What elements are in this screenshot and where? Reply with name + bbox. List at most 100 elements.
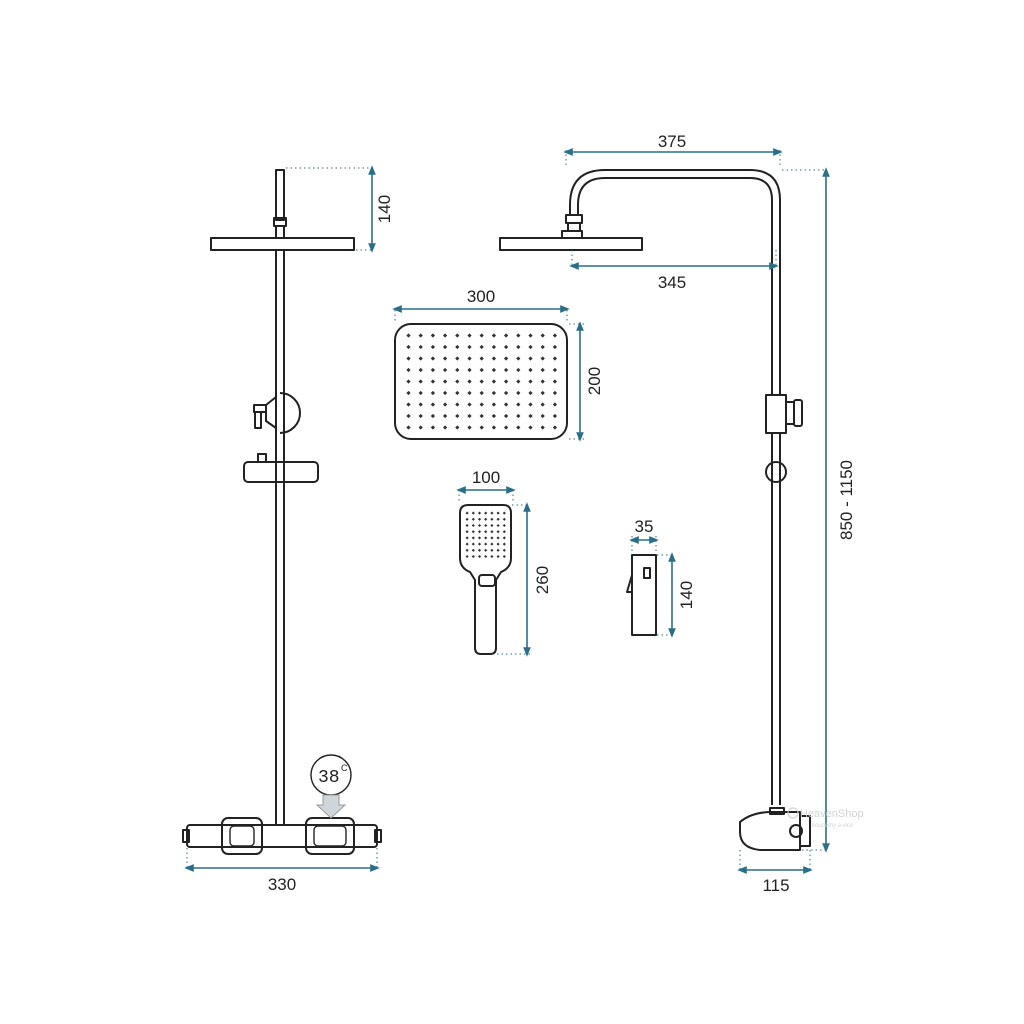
nozzle (455, 390, 460, 396)
nozzle (516, 402, 521, 407)
nozzle (496, 530, 500, 534)
nozzle (465, 554, 469, 559)
nozzle (479, 390, 484, 396)
nozzle (467, 402, 472, 407)
nozzle (467, 425, 472, 430)
nozzle (490, 511, 494, 515)
nozzle (528, 379, 533, 384)
nozzle (502, 542, 506, 546)
dim-left-top-height: 140 (375, 195, 394, 223)
nozzle (430, 402, 436, 407)
nozzle (552, 390, 558, 396)
nozzle (477, 542, 482, 546)
dim-holder-width: 35 (635, 517, 654, 536)
nozzle (442, 367, 448, 373)
nozzle (477, 530, 482, 534)
nozzle (467, 344, 472, 350)
nozzle (406, 390, 411, 396)
nozzle (490, 517, 494, 521)
nozzle (502, 554, 506, 559)
nozzle (418, 344, 423, 350)
nozzle (540, 344, 545, 350)
nozzle (455, 425, 460, 430)
nozzle (516, 413, 521, 419)
nozzle (540, 413, 545, 419)
nozzle (528, 402, 533, 407)
nozzle (490, 530, 494, 534)
nozzle (465, 548, 469, 552)
nozzle (442, 333, 448, 338)
nozzle (484, 517, 488, 521)
nozzle (455, 367, 460, 373)
nozzle (467, 367, 472, 373)
nozzle (528, 425, 533, 430)
nozzle (502, 511, 506, 515)
nozzle (516, 333, 521, 338)
nozzle (491, 333, 497, 338)
nozzle (477, 536, 482, 540)
rain-head-top-view (394, 323, 568, 440)
nozzle (465, 530, 469, 534)
dim-left-width: 330 (268, 875, 296, 894)
nozzle (484, 554, 488, 559)
nozzle (516, 425, 521, 430)
nozzle (516, 379, 521, 384)
nozzle (528, 333, 533, 338)
nozzle (502, 548, 506, 552)
nozzle (496, 511, 500, 515)
nozzle (471, 511, 475, 515)
nozzle (516, 356, 521, 361)
nozzle (479, 344, 484, 350)
nozzle (479, 333, 484, 338)
nozzle (477, 548, 482, 552)
nozzle (471, 517, 475, 521)
nozzle (471, 523, 475, 528)
dim-rain-head-width: 300 (467, 287, 495, 306)
nozzle (430, 333, 436, 338)
nozzle (490, 536, 494, 540)
nozzle (430, 390, 436, 396)
nozzle (490, 548, 494, 552)
nozzle (552, 344, 558, 350)
watermark-brand: HeavenShop (800, 808, 864, 820)
nozzle (418, 333, 423, 338)
nozzle (455, 344, 460, 350)
nozzle (540, 333, 545, 338)
hand-shower-nozzles (465, 511, 506, 559)
nozzle (540, 390, 545, 396)
nozzle (528, 413, 533, 419)
hand-shower (459, 504, 512, 655)
nozzle (552, 413, 558, 419)
nozzle (477, 511, 482, 515)
nozzle (430, 344, 436, 350)
nozzle (418, 402, 423, 407)
nozzle (442, 402, 448, 407)
nozzle (442, 425, 448, 430)
nozzle (442, 390, 448, 396)
nozzle (491, 356, 497, 361)
nozzle (496, 523, 500, 528)
nozzle (528, 356, 533, 361)
dim-rain-head-depth: 200 (585, 367, 604, 395)
nozzle (406, 333, 411, 338)
nozzle (491, 425, 497, 430)
nozzle (442, 379, 448, 384)
nozzle (442, 356, 448, 361)
nozzle (479, 402, 484, 407)
nozzle (491, 379, 497, 384)
nozzle (430, 413, 436, 419)
display-unit: C (341, 763, 348, 773)
nozzle (502, 517, 506, 521)
nozzle (502, 530, 506, 534)
nozzle (496, 517, 500, 521)
nozzle (491, 344, 497, 350)
dim-head-offset: 345 (658, 273, 686, 292)
nozzle (516, 344, 521, 350)
nozzle (484, 523, 488, 528)
nozzle (479, 413, 484, 419)
nozzle (430, 379, 436, 384)
nozzle (484, 542, 488, 546)
brand-watermark: HeavenShop koupelny a vice (787, 807, 864, 829)
nozzle (455, 379, 460, 384)
nozzle (540, 367, 545, 373)
